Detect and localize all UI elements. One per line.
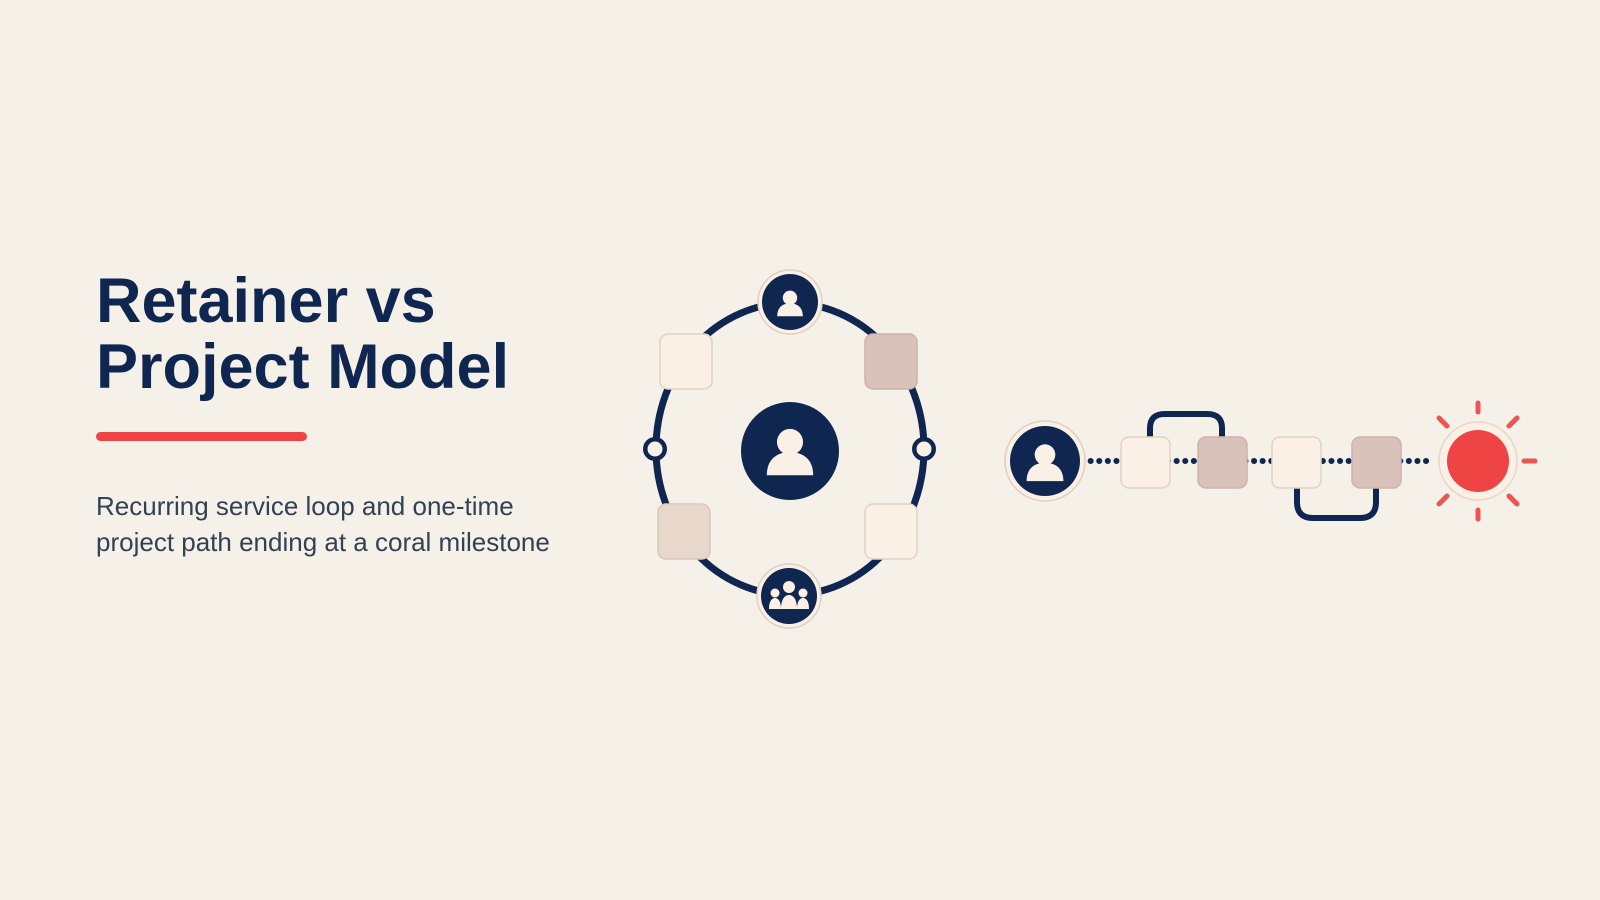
team-icon [769, 581, 809, 609]
path-start-node [1004, 420, 1086, 502]
page-title: Retainer vs Project Model [96, 268, 616, 400]
path-step-2 [1197, 436, 1248, 489]
path-step-3 [1271, 436, 1322, 489]
title-line-1: Retainer vs [96, 266, 436, 336]
subtitle: Recurring service loop and one-time proj… [96, 491, 550, 557]
loop-center-node [741, 402, 839, 500]
project-path [1004, 400, 1538, 522]
loop-tile-top-left [659, 333, 713, 390]
loop-tile-top-right [864, 333, 918, 390]
title-underline [96, 432, 307, 441]
path-bridge-bottom [1294, 480, 1379, 521]
loop-top-node [757, 269, 823, 335]
loop-joint-left [643, 437, 667, 461]
coral-sun-icon [1436, 400, 1538, 522]
path-step-1 [1120, 436, 1171, 489]
loop-tile-bottom-right [864, 503, 918, 560]
title-line-2: Project Model [96, 332, 510, 402]
path-bridge-top [1147, 411, 1225, 442]
retainer-loop [643, 269, 936, 629]
loop-tile-bottom-left [657, 503, 711, 560]
loop-joint-right [912, 437, 936, 461]
loop-bottom-node [756, 563, 822, 629]
path-step-4 [1351, 436, 1402, 489]
